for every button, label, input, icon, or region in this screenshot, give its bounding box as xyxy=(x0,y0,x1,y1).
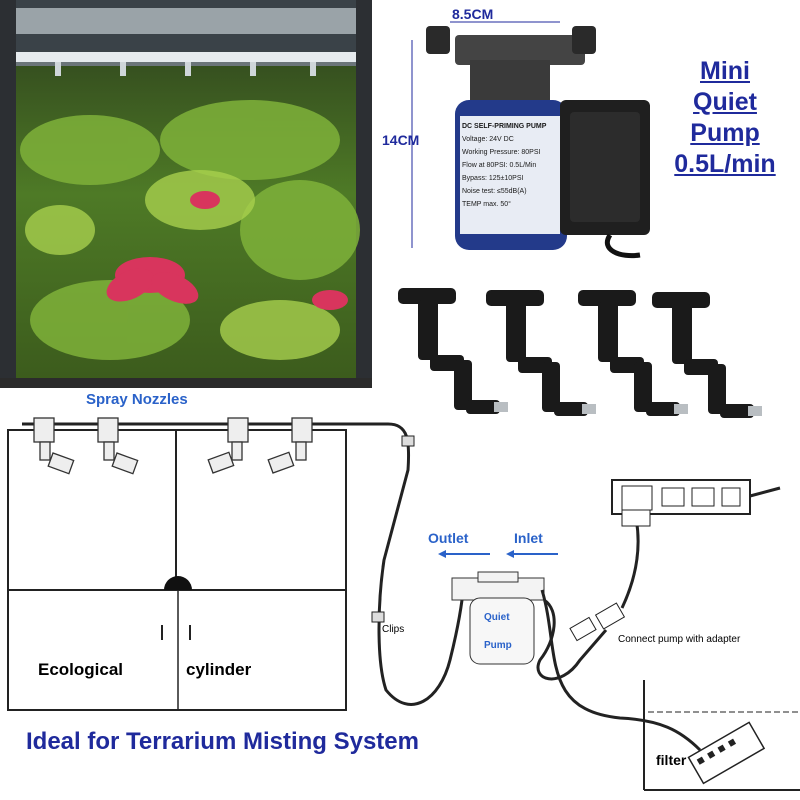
height-dimension: 14CM xyxy=(382,132,420,148)
terrarium-illustration xyxy=(0,0,372,388)
nozzle-4 xyxy=(652,292,762,418)
filter-label: filter xyxy=(656,752,687,768)
diagram-pump-top-label: Quiet xyxy=(484,612,510,623)
pump-label: DC SELF-PRIMING PUMP Voltage: 24V DC Wor… xyxy=(462,123,547,208)
cylinder-right-label: cylinder xyxy=(186,660,252,679)
clips-label: Clips xyxy=(382,624,405,635)
nozzle-2 xyxy=(486,290,596,416)
width-dimension: 8.5CM xyxy=(452,6,494,22)
terrarium-photo xyxy=(0,0,372,388)
outlet-label: Outlet xyxy=(428,530,469,546)
diagram-pump-bottom-label: Pump xyxy=(484,640,512,651)
nozzle-1 xyxy=(398,288,508,414)
cylinder-left-label: Ecological xyxy=(38,660,124,679)
inlet-label: Inlet xyxy=(514,530,543,546)
product-title: Mini Quiet Pump 0.5L/min xyxy=(674,57,776,178)
tagline: Ideal for Terrarium Misting System xyxy=(26,728,419,755)
nozzle-3 xyxy=(578,290,688,416)
spray-nozzles-label: Spray Nozzles xyxy=(86,391,188,408)
connect-label: Connect pump with adapter xyxy=(618,634,741,645)
pump-product-view xyxy=(398,21,762,418)
